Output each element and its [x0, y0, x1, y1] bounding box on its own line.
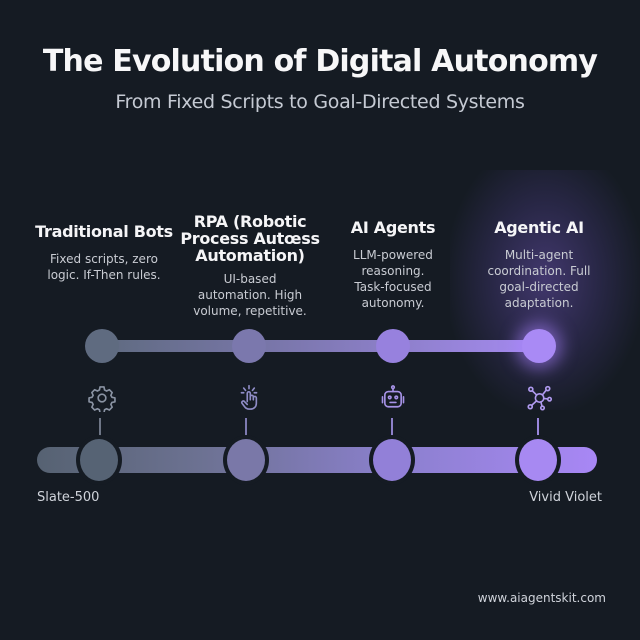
scale-end-label: Vivid Violet	[529, 490, 602, 505]
timeline-track-top	[102, 340, 539, 352]
scale-start-label: Slate-500	[37, 490, 100, 505]
stage-title: Traditional Bots	[35, 222, 173, 241]
timeline-track-bottom	[37, 447, 597, 473]
stage-description: Multi-agent coordination. Full goal-dire…	[487, 248, 591, 310]
gear-icon	[88, 386, 116, 412]
stage-title: RPA (Robotic Process Autœss Automation)	[180, 212, 320, 265]
stage-description: Fixed scripts, zero logic. If-Then rules…	[47, 252, 161, 282]
timeline-marker-1	[80, 439, 118, 481]
connector-line-1	[99, 418, 101, 440]
timeline-node-3	[376, 329, 410, 363]
timeline-node-1	[85, 329, 119, 363]
timeline-marker-3	[373, 439, 411, 481]
timeline-node-4	[522, 329, 556, 363]
page-title: The Evolution of Digital Autonomy	[42, 44, 598, 79]
stage-description: UI-based automation. High volume, repeti…	[193, 272, 307, 318]
timeline-node-2	[232, 329, 266, 363]
connector-line-2	[245, 418, 247, 440]
stage-title: Agentic AI	[494, 218, 584, 237]
stage-traditional-bots: Traditional Bots Fixed scripts, zero log…	[29, 218, 179, 283]
robot-icon	[381, 385, 405, 408]
footer-url[interactable]: www.aiagentskit.com	[477, 591, 606, 605]
stage-title: AI Agents	[350, 218, 436, 237]
stage-ai-agents: AI Agents LLM-powered reasoning. Task-fo…	[318, 218, 468, 311]
stage-description: LLM-powered reasoning. Task-focused auto…	[353, 248, 433, 310]
stage-agentic-ai: Agentic AI Multi-agent coordination. Ful…	[464, 218, 614, 311]
timeline-marker-4	[519, 439, 557, 481]
connector-line-4	[537, 418, 539, 440]
timeline-marker-2	[227, 439, 265, 481]
stage-rpa: RPA (Robotic Process Autœss Automation) …	[175, 213, 325, 319]
connector-line-3	[391, 418, 393, 440]
page-subtitle: From Fixed Scripts to Goal-Directed Syst…	[115, 91, 525, 113]
pointer-hand-icon	[240, 384, 258, 410]
network-icon	[527, 385, 553, 411]
